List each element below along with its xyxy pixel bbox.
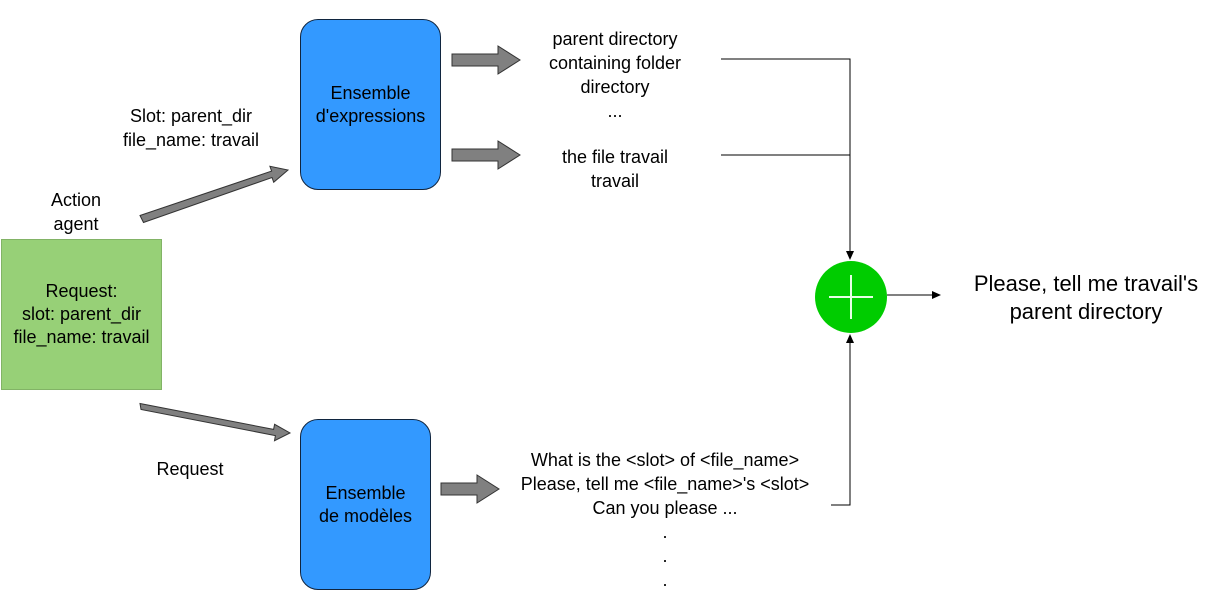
continuation-dot: . xyxy=(662,522,668,542)
expression-item: the file travail xyxy=(561,147,669,167)
request-box: Request: slot: parent_dir file_name: tra… xyxy=(1,239,162,390)
templates-output: What is the <slot> of <file_name> Please… xyxy=(500,448,830,520)
expressions-output-2: the file travail travail xyxy=(530,145,700,193)
slot-label: Slot: parent_dir file_name: travail xyxy=(110,104,272,152)
arrow-request-to-models xyxy=(139,402,292,442)
request-box-line: file_name: travail xyxy=(13,327,150,347)
arrow-models-to-templates xyxy=(440,474,500,504)
result-line: parent directory xyxy=(1009,299,1163,324)
continuation-dot: . xyxy=(662,546,668,566)
template-item: Can you please ... xyxy=(592,498,738,518)
models-ensemble-box: Ensemble de modèles xyxy=(300,419,431,590)
expressions-ensemble-box: Ensemble d'expressions xyxy=(300,19,441,190)
template-item: Please, tell me <file_name>'s <slot> xyxy=(520,474,810,494)
request-box-line: slot: parent_dir xyxy=(21,304,142,324)
models-box-line: Ensemble xyxy=(325,482,406,503)
template-item: What is the <slot> of <file_name> xyxy=(530,450,800,470)
expressions-output-1: parent directory containing folder direc… xyxy=(520,27,710,123)
result-text: Please, tell me travail's parent directo… xyxy=(946,270,1226,326)
action-agent-label: Action agent xyxy=(35,188,117,236)
plus-icon xyxy=(815,261,887,333)
expression-item: containing folder xyxy=(548,53,682,73)
connector-templates-to-combine xyxy=(831,334,854,506)
slot-label-line: file_name: travail xyxy=(122,130,260,150)
arrow-agent-to-expressions xyxy=(139,165,290,224)
result-line: Please, tell me travail's xyxy=(973,271,1199,296)
action-agent-label-line: Action xyxy=(50,190,102,210)
models-box-line: de modèles xyxy=(318,505,413,526)
arrow-expressions-to-out-1 xyxy=(451,45,521,75)
expression-item: travail xyxy=(590,171,639,191)
expression-ellipsis: ... xyxy=(607,101,623,121)
request-label: Request xyxy=(156,459,224,479)
arrow-expressions-to-out-2 xyxy=(451,140,521,170)
connector-out-1-to-combine xyxy=(721,58,854,260)
expression-item: directory xyxy=(580,77,650,97)
slot-label-line: Slot: parent_dir xyxy=(129,106,253,126)
request-box-line: Request: xyxy=(45,281,118,301)
action-agent-label-line: agent xyxy=(53,214,99,234)
expressions-box-line: Ensemble xyxy=(330,82,411,103)
templates-continuation-dots: . . . xyxy=(655,520,675,590)
expression-item: parent directory xyxy=(552,29,678,49)
continuation-dot: . xyxy=(662,570,668,590)
expressions-box-line: d'expressions xyxy=(315,105,426,126)
